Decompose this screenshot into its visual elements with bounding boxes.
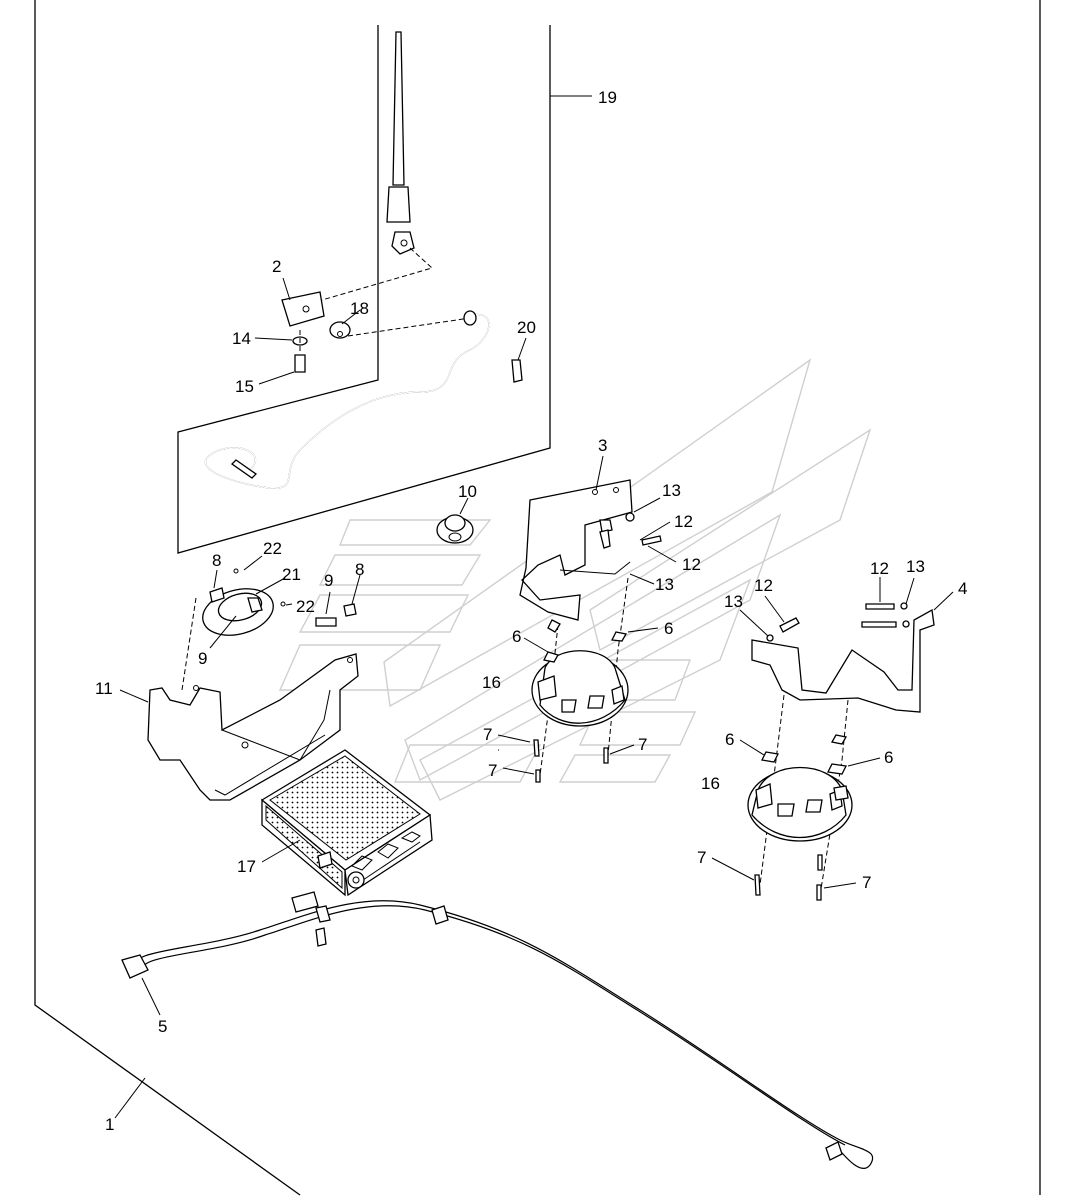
callout-22: 22: [296, 597, 315, 616]
callout-7: 7: [488, 761, 497, 780]
radio-head-unit: [260, 749, 433, 897]
callout-6: 6: [512, 627, 521, 646]
callout-2: 2: [272, 257, 281, 276]
callout-5: 5: [158, 1017, 167, 1036]
callout-16: 16: [701, 774, 720, 793]
callout-14: 14: [232, 329, 251, 348]
callout-19: 19: [598, 88, 617, 107]
callout-21: 21: [282, 565, 301, 584]
callout-12: 12: [754, 576, 773, 595]
callout-12: 12: [870, 559, 889, 578]
callout-12: 12: [674, 512, 693, 531]
radio-mounting-bracket: [147, 597, 359, 801]
watermark-logo: [278, 358, 872, 801]
callout-13: 13: [906, 557, 925, 576]
callout-8: 8: [355, 560, 364, 579]
antenna-mast: [321, 31, 433, 301]
callout-11: 11: [95, 679, 113, 698]
callout-6: 6: [664, 619, 673, 638]
callout-7: 7: [483, 725, 492, 744]
callout-20: 20: [517, 318, 536, 337]
antenna-kit-frame: [177, 25, 592, 554]
callout-1: 1: [105, 1115, 114, 1134]
speaker-bracket-right: [751, 602, 935, 896]
callout-17: 17: [237, 857, 256, 876]
antenna-cable: [204, 310, 490, 489]
mounting-clip: [202, 568, 357, 636]
callout-18: 18: [350, 299, 369, 318]
callout-7: 7: [862, 873, 871, 892]
callout-labels: 1 2 3 4 5 6 6 6 6 7 7 7 7 7 8 8 9 9 10 1…: [95, 88, 967, 1134]
callout-10: 10: [458, 482, 477, 501]
callout-12: 12: [682, 555, 701, 574]
callout-13: 13: [724, 592, 743, 611]
callout-4: 4: [958, 579, 967, 598]
callout-13: 13: [655, 575, 674, 594]
grommet: [436, 514, 474, 544]
callout-9: 9: [324, 571, 333, 590]
speaker-right: [747, 734, 853, 901]
assembly-frame: [34, 0, 1041, 1196]
callout-15: 15: [235, 377, 254, 396]
callout-9: 9: [198, 649, 207, 668]
callout-6: 6: [725, 730, 734, 749]
callout-22: 22: [263, 539, 282, 558]
speaker-bracket-left: [519, 479, 662, 776]
callout-13: 13: [662, 481, 681, 500]
callout-16: 16: [482, 673, 501, 692]
antenna-bracket: [281, 291, 523, 383]
callout-7: 7: [697, 848, 706, 867]
speaker-left: [531, 619, 629, 783]
callout-8: 8: [212, 551, 221, 570]
callout-6: 6: [884, 748, 893, 767]
callout-3: 3: [598, 436, 607, 455]
wiring-harness: [121, 891, 874, 1169]
callout-7: 7: [638, 735, 647, 754]
leader-lines: [114, 277, 954, 1119]
